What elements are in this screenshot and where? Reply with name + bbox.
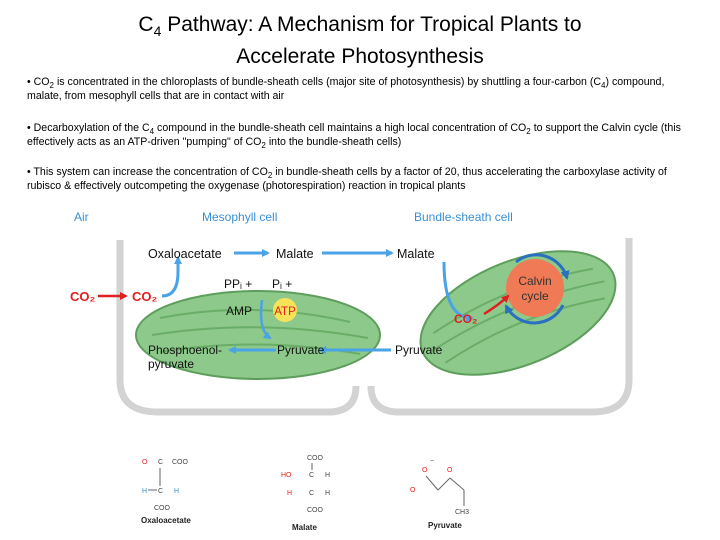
svg-text:HO: HO bbox=[281, 472, 292, 479]
header-mesophyll: Mesophyll cell bbox=[202, 210, 277, 224]
title-line-1: C4 Pathway: A Mechanism for Tropical Pla… bbox=[138, 13, 582, 40]
malate-bundle-label: Malate bbox=[397, 247, 435, 261]
calvin-cycle: Calvin cycle bbox=[504, 253, 570, 325]
malate-name: Malate bbox=[292, 523, 317, 532]
svg-text:CH3: CH3 bbox=[455, 509, 469, 516]
svg-text:COO: COO bbox=[307, 507, 324, 514]
calvin-label-line-2: cycle bbox=[521, 289, 549, 303]
svg-text:H: H bbox=[325, 472, 330, 479]
svg-text:C: C bbox=[158, 488, 163, 495]
pi-label: Pᵢ + bbox=[272, 277, 292, 291]
bullet-co2-concentration: • CO2 is concentrated in the chloroplast… bbox=[27, 76, 665, 102]
title-line-2: Accelerate Photosynthesis bbox=[236, 45, 484, 69]
malate-mesophyll-label: Malate bbox=[276, 247, 314, 261]
amp-label: AMP bbox=[226, 304, 252, 318]
svg-text:COO: COO bbox=[307, 455, 324, 462]
mesophyll-cell-wall bbox=[116, 240, 360, 416]
page-title: C4 Pathway: A Mechanism for Tropical Pla… bbox=[0, 12, 720, 70]
svg-text:H: H bbox=[142, 488, 147, 495]
svg-text:H: H bbox=[287, 490, 292, 497]
co2-air-label: CO₂ bbox=[70, 289, 96, 304]
svg-text:O: O bbox=[447, 467, 453, 474]
svg-text:H: H bbox=[325, 490, 330, 497]
svg-text:O: O bbox=[142, 459, 148, 466]
arrow-malate-decarboxylation bbox=[442, 261, 474, 322]
header-air: Air bbox=[74, 210, 89, 224]
svg-text:H: H bbox=[174, 488, 179, 495]
svg-text:COO: COO bbox=[154, 505, 171, 512]
header-bundle-sheath: Bundle-sheath cell bbox=[414, 210, 513, 224]
atp-label: ATP bbox=[274, 306, 296, 318]
svg-text:COO: COO bbox=[172, 459, 189, 466]
pyruvate-mesophyll-label: Pyruvate bbox=[277, 343, 325, 357]
oxaloacetate-structure: O C COO H C H COO Oxaloacetate bbox=[141, 459, 191, 525]
pep-label-line-2: pyruvate bbox=[148, 357, 194, 371]
pyruvate-bundle-label: Pyruvate bbox=[395, 343, 443, 357]
svg-text:C: C bbox=[158, 459, 163, 466]
mesophyll-chloroplast bbox=[135, 290, 381, 380]
bullet-decarboxylation: • Decarboxylation of the C4 compound in … bbox=[27, 122, 681, 151]
atp-highlight bbox=[273, 298, 297, 322]
calvin-label-line-1: Calvin bbox=[518, 274, 551, 288]
svg-text:C: C bbox=[309, 490, 314, 497]
bullet-concentration-factor: • This system can increase the concentra… bbox=[27, 166, 667, 192]
co2-bundle-label: CO₂ bbox=[454, 312, 477, 326]
pep-label-line-1: Phosphoenol- bbox=[148, 343, 222, 357]
bundle-sheath-chloroplast bbox=[419, 250, 617, 376]
arrow-atp-cycle bbox=[259, 299, 272, 340]
svg-text:C: C bbox=[309, 472, 314, 479]
malate-structure: COO HO C H H C H COO Malate bbox=[281, 455, 330, 532]
oxaloacetate-label: Oxaloacetate bbox=[148, 247, 222, 261]
svg-text:−: − bbox=[430, 458, 434, 465]
pyruvate-name: Pyruvate bbox=[428, 521, 462, 530]
bundle-sheath-cell-wall bbox=[367, 238, 633, 416]
pyruvate-structure: − O O O CH3 Pyruvate bbox=[410, 458, 469, 530]
arrow-co2-to-oxaloacetate bbox=[161, 256, 182, 298]
svg-text:O: O bbox=[410, 487, 416, 494]
arrow-co2-to-calvin bbox=[483, 294, 510, 316]
co2-mesophyll-label: CO₂ bbox=[132, 289, 158, 304]
svg-text:O: O bbox=[422, 467, 428, 474]
ppi-label: PPᵢ + bbox=[224, 277, 252, 291]
oxaloacetate-name: Oxaloacetate bbox=[141, 516, 191, 525]
